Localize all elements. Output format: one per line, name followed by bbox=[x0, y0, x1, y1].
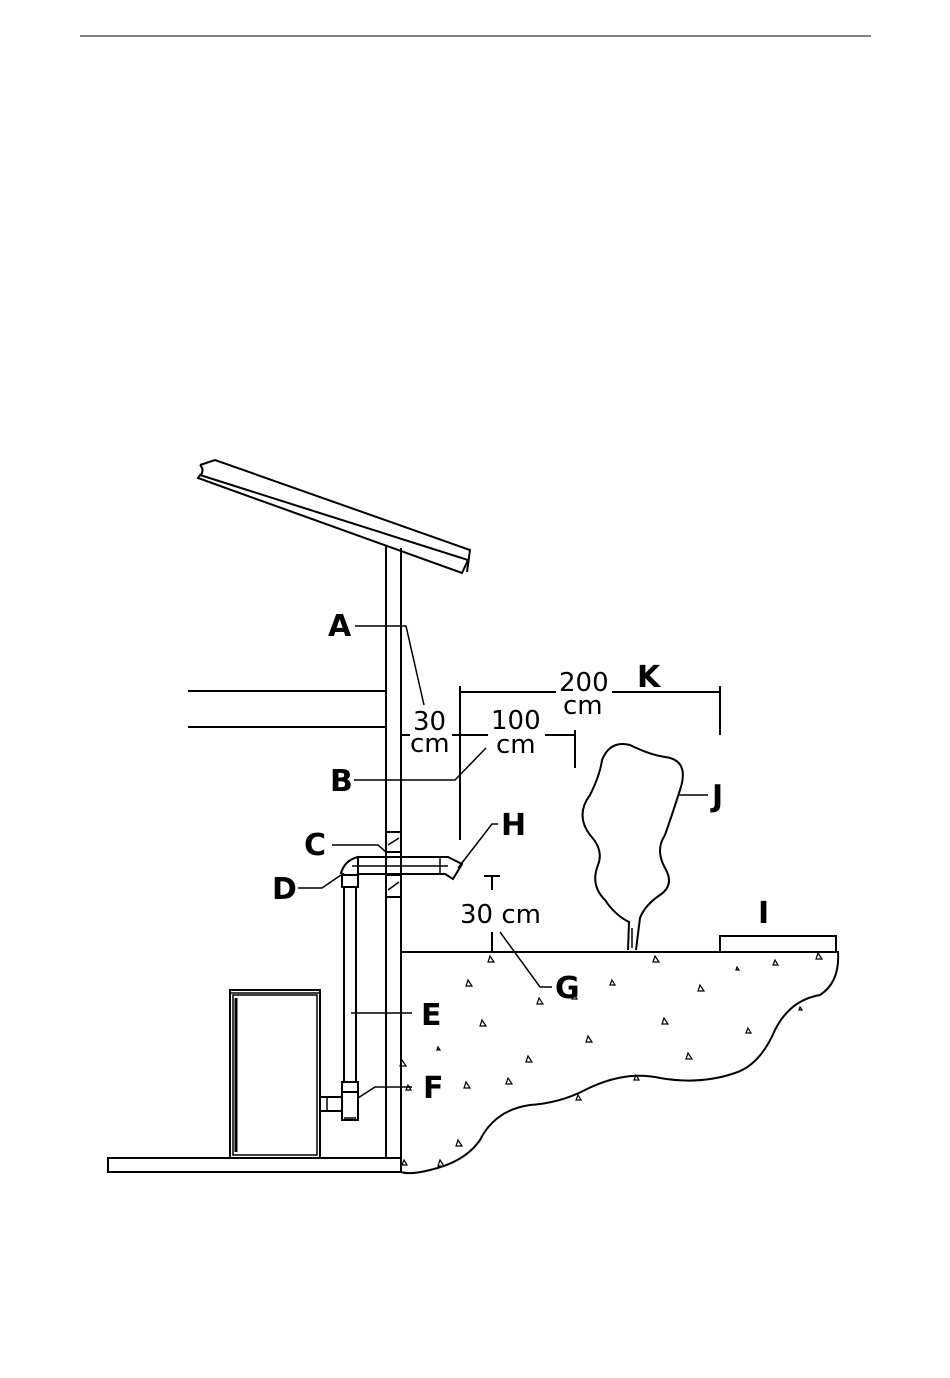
label-i: I bbox=[758, 896, 769, 931]
floor-lines bbox=[188, 691, 386, 727]
vertical-pipe bbox=[341, 857, 358, 1120]
bracket-i bbox=[720, 936, 836, 952]
dim-30-ground: 30 cm bbox=[460, 900, 541, 930]
label-e: E bbox=[421, 998, 442, 1033]
label-b: B bbox=[330, 764, 353, 799]
tree bbox=[583, 744, 683, 950]
leader-a bbox=[355, 626, 424, 705]
label-j: J bbox=[710, 779, 723, 814]
leader-lines bbox=[298, 626, 708, 1098]
building-wall bbox=[386, 545, 401, 1172]
ground-aggregate bbox=[400, 953, 822, 1166]
leader-c bbox=[332, 845, 386, 852]
leader-d bbox=[298, 875, 341, 888]
label-d: D bbox=[272, 872, 297, 907]
ground bbox=[400, 952, 838, 1173]
dim-30-top-unit: cm bbox=[410, 729, 450, 759]
label-a: A bbox=[328, 609, 352, 644]
label-g: G bbox=[555, 971, 580, 1006]
label-h: H bbox=[501, 808, 526, 843]
appliance-unit bbox=[230, 990, 320, 1158]
base-slab bbox=[108, 1158, 401, 1172]
horizontal-flue-pipe bbox=[352, 857, 462, 879]
wall-terminal bbox=[386, 832, 401, 897]
label-k: K bbox=[637, 660, 662, 695]
roof bbox=[198, 460, 470, 573]
dim-200-unit: cm bbox=[563, 691, 603, 721]
unit-connector bbox=[320, 1097, 342, 1111]
label-f: F bbox=[423, 1071, 444, 1106]
dim-100-unit: cm bbox=[496, 730, 536, 760]
leader-h bbox=[458, 824, 498, 868]
label-c: C bbox=[304, 828, 326, 863]
leader-g bbox=[500, 932, 552, 987]
